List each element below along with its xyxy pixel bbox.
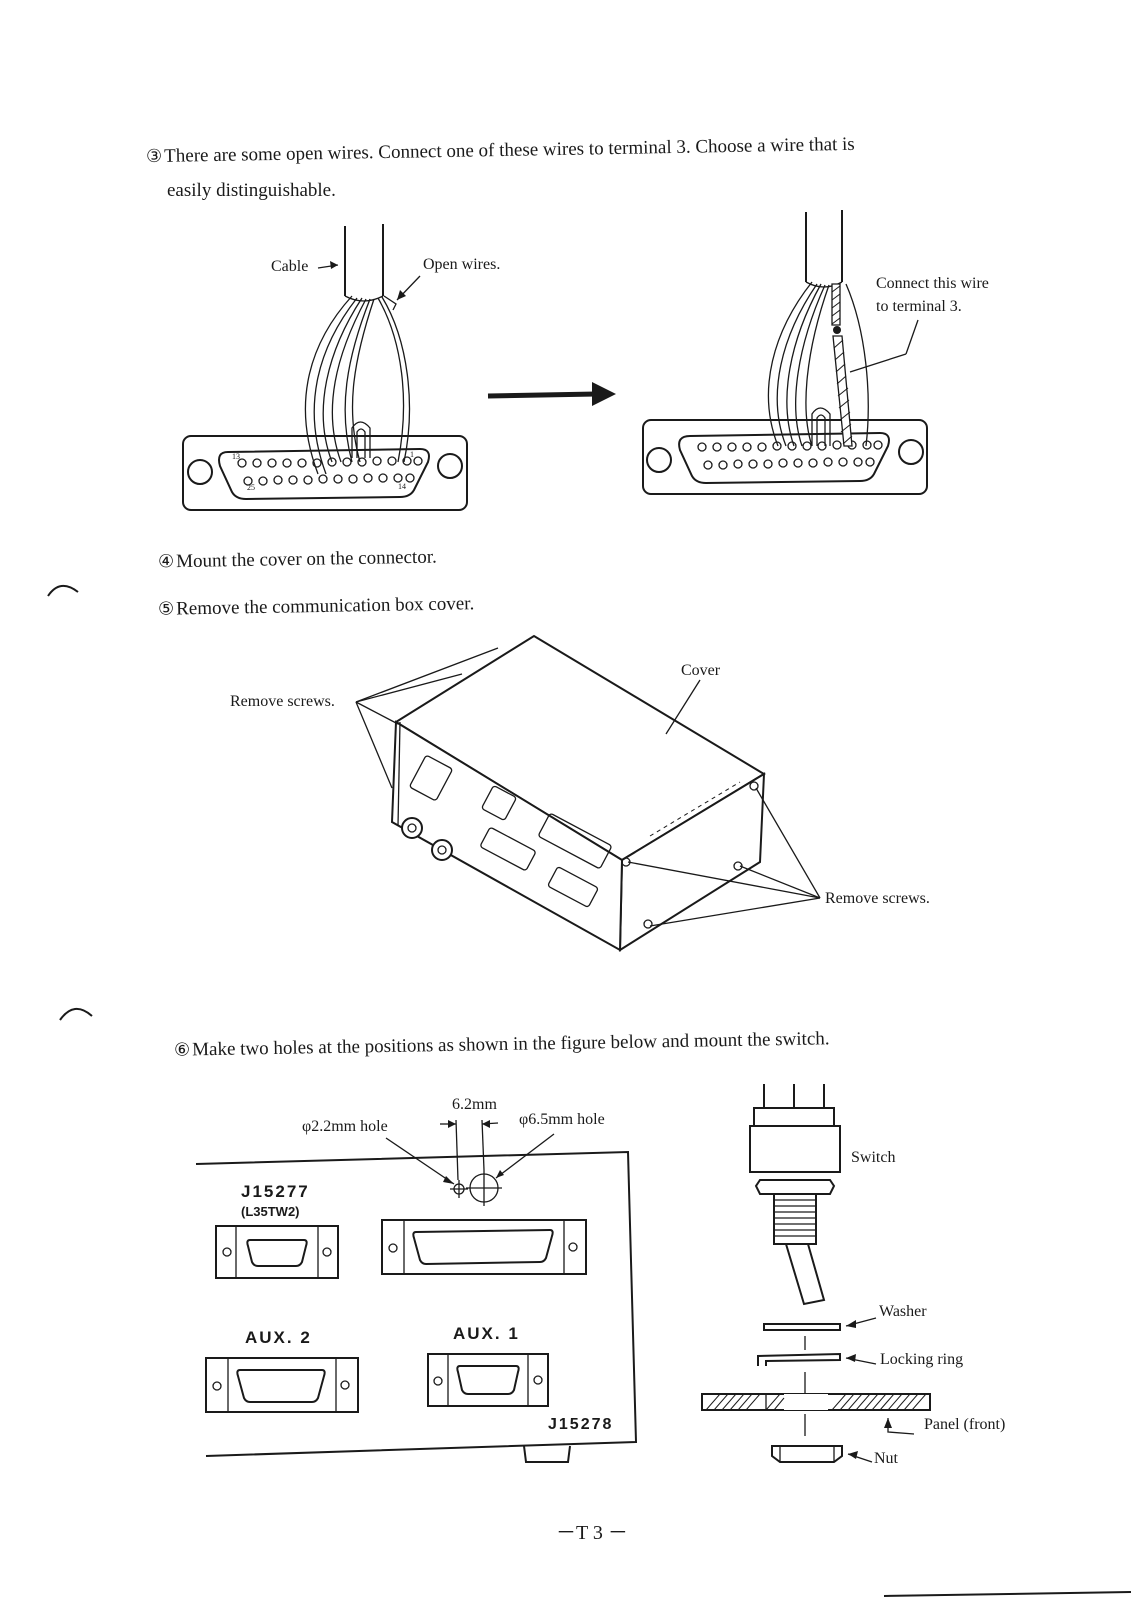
label-washer: Washer [879,1303,927,1320]
label-hole-large: φ6.5mm hole [519,1111,605,1128]
step-3-line2: easily distinguishable. [167,180,336,201]
locking-ring [757,1352,877,1366]
label-cover: Cover [681,662,721,679]
label-aux1: AUX. 1 [453,1324,520,1343]
label-j15278: J15278 [548,1416,614,1433]
washer [763,1317,877,1331]
pin-label-1: 1 [410,450,414,459]
label-j15277: J15277 [241,1182,310,1201]
nut [771,1445,873,1463]
label-remove-screws-left: Remove screws. [230,693,335,710]
panel-front [701,1393,931,1435]
pin-label-14: 14 [398,482,406,491]
label-aux2: AUX. 2 [245,1328,312,1347]
pin-label-13: 13 [232,452,240,461]
connector-aux1 [427,1353,549,1407]
label-remove-screws-right: Remove screws. [825,890,930,907]
label-hole-small: φ2.2mm hole [302,1118,388,1135]
communication-box [390,634,766,952]
label-panel-front: Panel (front) [924,1416,1006,1433]
arrow-right-icon [487,382,616,406]
switch [749,1084,841,1306]
label-switch: Switch [851,1149,896,1166]
label-connect-line1: Connect this wire [876,275,989,292]
page-number: －T 3 － [556,1522,628,1544]
connector-left [182,224,468,511]
connector-aux2 [205,1357,359,1413]
label-open-wires: Open wires. [423,256,501,273]
bottom-rule [883,1591,1131,1597]
label-cable: Cable [271,258,309,275]
connector-j15277 [215,1225,339,1279]
pin-label-25: 25 [247,483,255,492]
hole-markers [385,1119,555,1206]
label-connect-line2: to terminal 3. [876,298,962,315]
connector-right [642,210,928,495]
panel-outline [195,1150,638,1463]
label-l35tw2: (L35TW2) [241,1204,300,1219]
label-locking-ring: Locking ring [880,1351,964,1368]
label-dim-6-2mm: 6.2mm [452,1096,497,1113]
connector-wide [381,1219,587,1275]
label-nut: Nut [874,1450,898,1467]
